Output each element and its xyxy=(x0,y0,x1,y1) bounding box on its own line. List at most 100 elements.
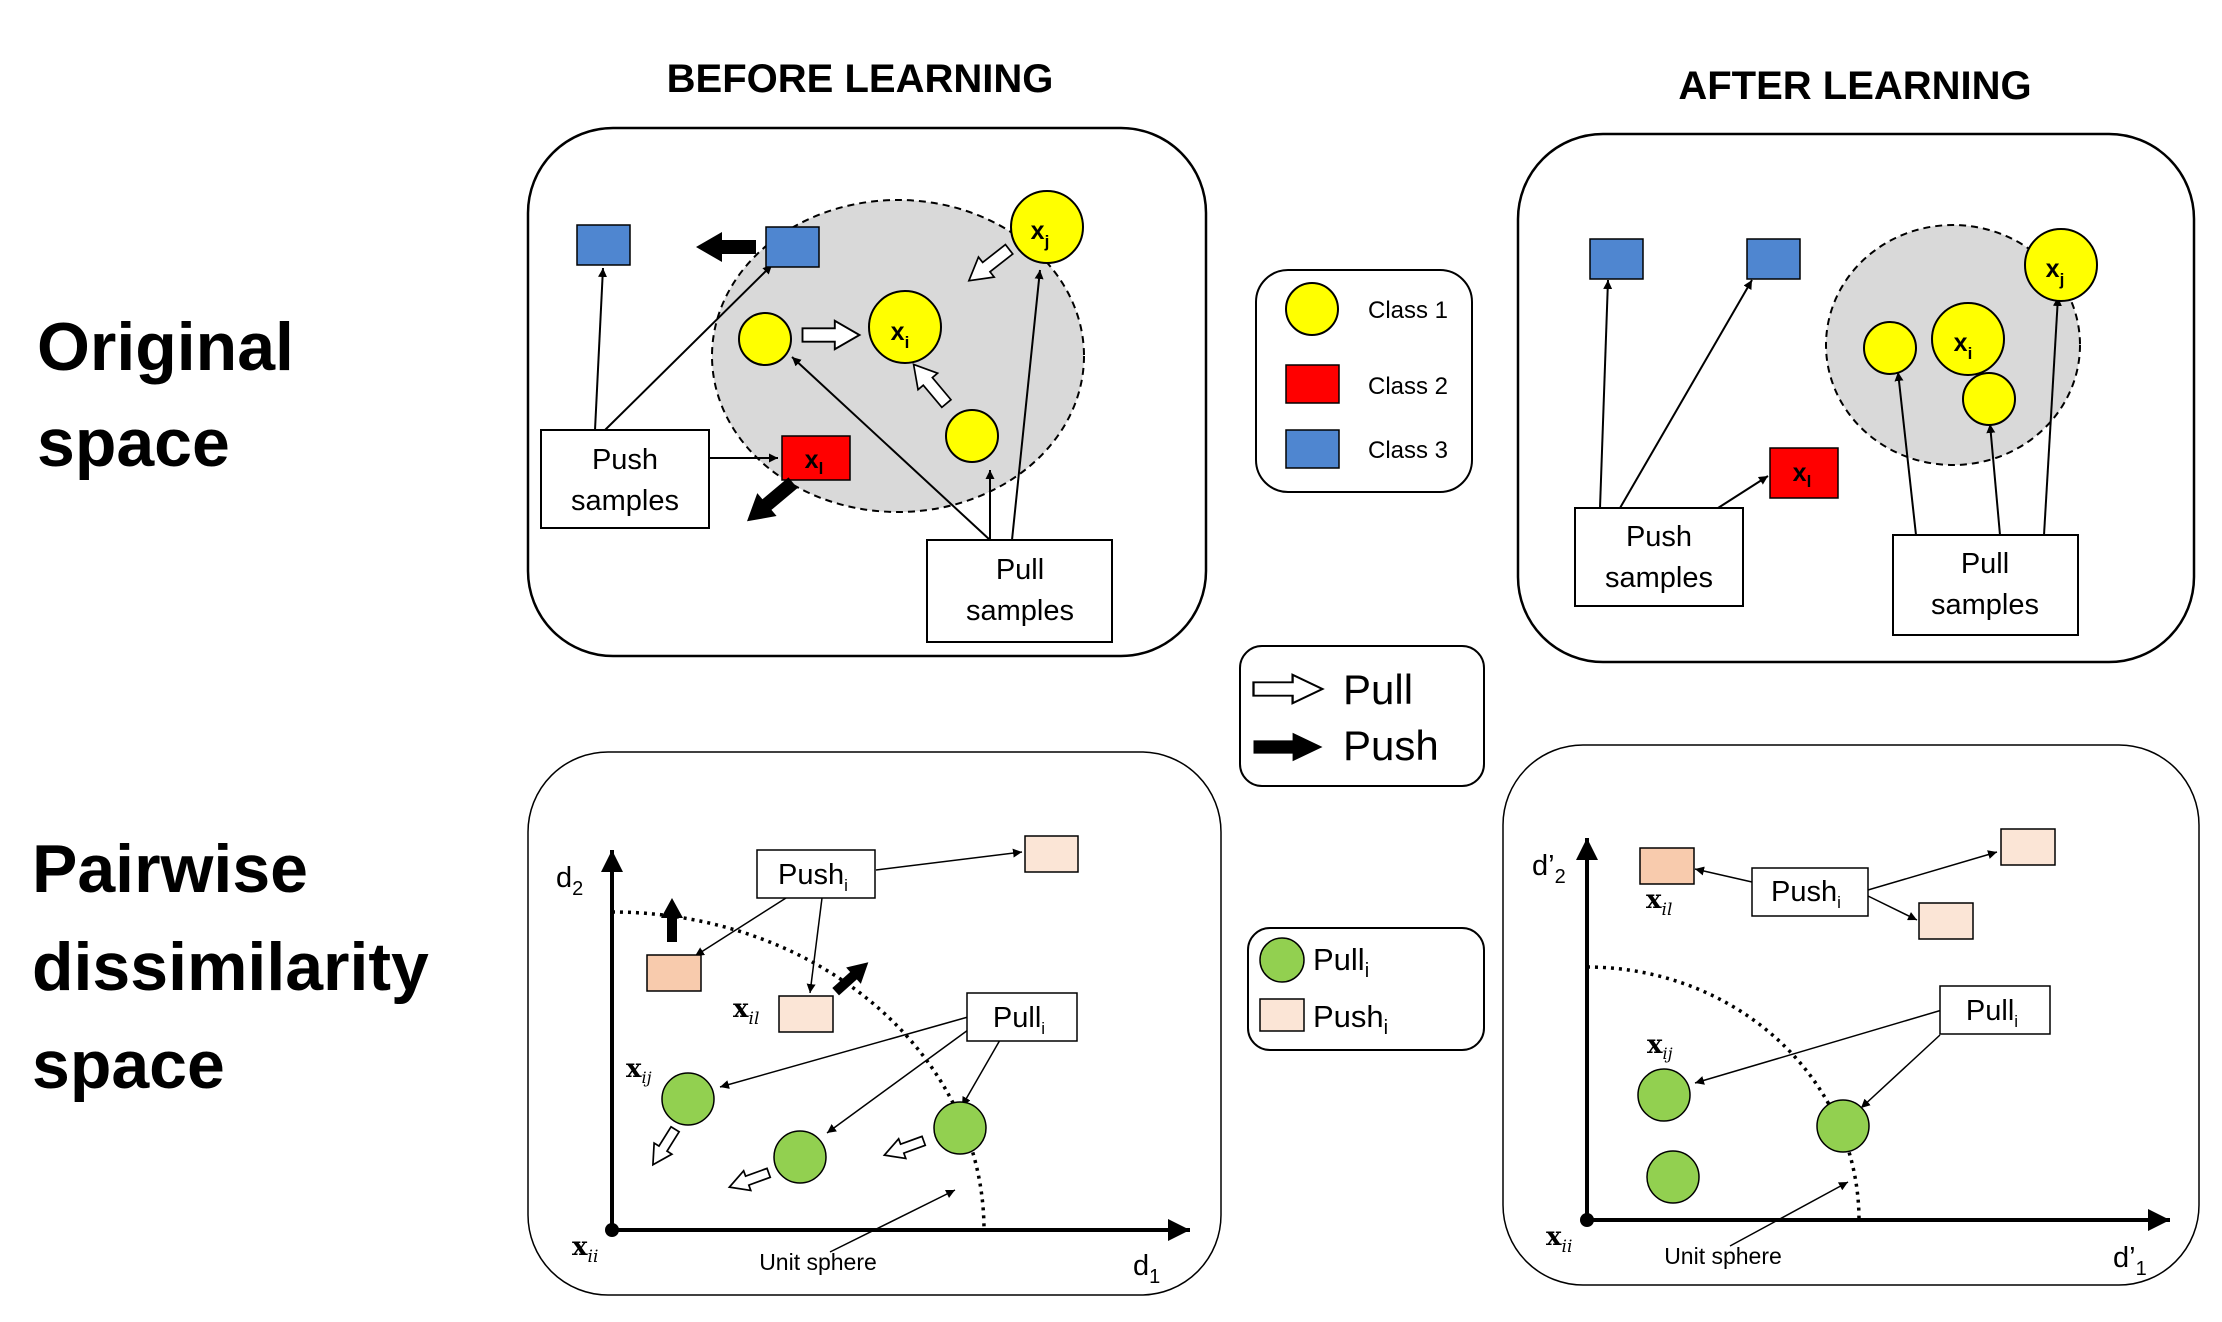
pull-sample-bottom xyxy=(1646,1150,1700,1204)
label-xl: xl xyxy=(1793,459,1812,491)
row-label-original-space: Original space xyxy=(37,309,294,481)
row-label-pairwise-line2: dissimilarity xyxy=(32,929,429,1005)
sample-xl xyxy=(781,435,851,481)
legend-pairwise: Pulli Pushi xyxy=(1247,927,1485,1051)
origin-label-xii: xii xyxy=(572,1232,598,1267)
class1-sample-left xyxy=(1863,321,1917,375)
arrow-pull-to-xj xyxy=(2043,296,2062,536)
pull-sample-right xyxy=(1816,1099,1870,1153)
pull-samples-line1: Pull xyxy=(996,554,1044,586)
pull-samples-line2: samples xyxy=(966,595,1074,627)
legend-pull-i-label: Pulli xyxy=(1313,942,1369,982)
class3-sample-left xyxy=(1589,238,1644,280)
push-sample-far xyxy=(2000,828,2056,866)
legend-push-label: Push xyxy=(1343,722,1439,769)
legend-classes: Class 1 Class 2 Class 3 xyxy=(1255,269,1473,493)
legend-class2-label: Class 2 xyxy=(1368,373,1448,400)
arrow-push-to-blue-right xyxy=(1619,279,1753,509)
sample-xj xyxy=(2024,228,2098,302)
legend-pull-label: Pull xyxy=(1343,666,1413,713)
arrow-pull-i-to-xij xyxy=(719,1016,969,1089)
pull-i-label: Pulli xyxy=(1966,995,2018,1031)
label-xij: xij xyxy=(626,1054,652,1087)
arrow-pull-to-xj xyxy=(1011,269,1044,541)
row-label-pairwise-space: Pairwise dissimilarity space xyxy=(32,831,429,1103)
legend-class3-swatch xyxy=(1285,429,1340,469)
push-sample-xil xyxy=(778,995,834,1033)
header-before-learning: BEFORE LEARNING xyxy=(667,57,1054,101)
push-samples-box xyxy=(1574,507,1744,607)
label-xij: xij xyxy=(1647,1030,1673,1063)
legend-arrows: Pull Push xyxy=(1239,645,1485,787)
row-label-original-line1: Original xyxy=(37,309,294,385)
arrow-pull-to-c1 xyxy=(1894,371,1917,536)
arrow-pull-i-to-right xyxy=(1860,1034,1941,1109)
legend-class3-label: Class 3 xyxy=(1368,437,1448,464)
legend-class1-swatch xyxy=(1285,282,1339,336)
label-xi: xi xyxy=(891,318,910,352)
arrow-pull-i-to-right xyxy=(961,1039,1001,1107)
header-after-learning: AFTER LEARNING xyxy=(1678,64,2031,108)
pull-sample-xij xyxy=(661,1072,715,1126)
arrow-push-to-xl xyxy=(1717,475,1769,509)
y-axis-label: d’2 xyxy=(1532,850,1566,888)
panel-frame xyxy=(1502,744,2200,1286)
x-axis-label: d1 xyxy=(1133,1250,1160,1288)
arrow-unit-sphere xyxy=(1729,1181,1849,1247)
arrow-unit-sphere xyxy=(829,1189,956,1253)
row-label-pairwise-line3: space xyxy=(32,1027,225,1103)
panel-frame xyxy=(527,751,1222,1296)
push-samples-line1: Push xyxy=(1626,521,1692,553)
pull-i-label: Pulli xyxy=(993,1002,1045,1038)
pull-samples-box xyxy=(1892,534,2079,636)
push-samples-box xyxy=(540,429,710,529)
legend-class2-swatch xyxy=(1285,364,1340,404)
legend-class1-label: Class 1 xyxy=(1368,297,1448,324)
arrow-push-i-to-far xyxy=(1867,850,1998,891)
class3-sample-right xyxy=(1746,238,1801,280)
unit-sphere-arc xyxy=(1586,965,1861,1221)
arrow-pull-to-c1 xyxy=(791,356,991,541)
origin-point xyxy=(1580,1213,1594,1227)
pull-i-box xyxy=(966,992,1078,1042)
sample-xj xyxy=(1010,190,1084,264)
class1-sample-bottom xyxy=(945,409,999,463)
class1-sample-bottom xyxy=(1962,372,2016,426)
legend-frame xyxy=(1247,927,1485,1051)
arrow-push-to-blue-right xyxy=(604,264,773,431)
push-samples-line2: samples xyxy=(571,485,679,517)
push-i-label: Pushi xyxy=(778,859,848,895)
arrow-push-to-blue-left xyxy=(1599,279,1613,509)
push-sample-xil xyxy=(1639,847,1695,885)
class3-sample-left xyxy=(576,224,631,266)
y-axis-label: d2 xyxy=(556,862,583,900)
legend-push-i-label: Pushi xyxy=(1313,999,1388,1039)
unit-sphere-label: Unit sphere xyxy=(1664,1243,1782,1269)
pull-sample-xij xyxy=(1637,1068,1691,1122)
panel-original-after: xj xi xl Push samples Pull samples xyxy=(1516,132,2196,664)
arrow-push-i-to-far xyxy=(875,848,1023,871)
pull-samples-box xyxy=(926,539,1113,643)
origin-label-xii: xii xyxy=(1546,1222,1572,1257)
row-label-pairwise-line1: Pairwise xyxy=(32,831,308,907)
pull-i-box xyxy=(1939,985,2051,1035)
push-i-box xyxy=(1751,867,1869,917)
x-axis-label: d’1 xyxy=(2113,1242,2147,1280)
arrow-push-i-to-xil xyxy=(1694,866,1753,883)
arrow-pull-i-to-xij xyxy=(1694,1009,1943,1085)
push-i-label: Pushi xyxy=(1771,876,1841,912)
label-xl: xl xyxy=(805,446,824,478)
class1-sample-left xyxy=(738,312,792,366)
label-xi: xi xyxy=(1954,329,1973,363)
arrow-push-i-to-left xyxy=(694,897,787,957)
push-i-box xyxy=(756,849,876,899)
label-xil: xil xyxy=(733,994,759,1029)
sample-xi xyxy=(868,290,942,364)
sample-xl xyxy=(1769,447,1839,499)
pull-sample-middle xyxy=(773,1130,827,1184)
label-xj: xj xyxy=(1031,217,1050,251)
panel-pairwise-before: d2 d1 xii Unit sphere Pushi xil Pulli xi… xyxy=(527,751,1222,1296)
arrow-push-i-to-xil xyxy=(806,897,823,994)
legend-pull-i-swatch xyxy=(1259,937,1305,983)
